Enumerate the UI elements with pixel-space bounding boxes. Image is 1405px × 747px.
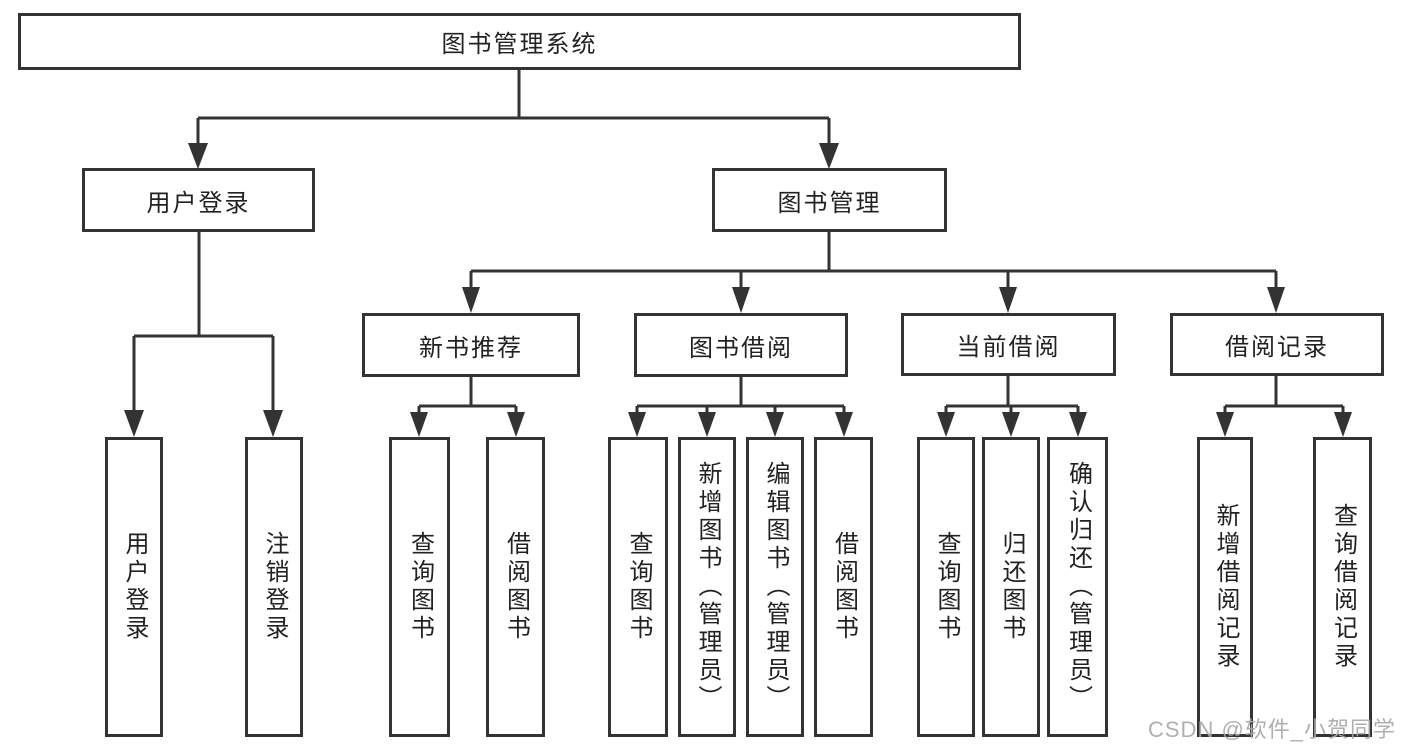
connectors-current-borrow-to-leaves [937, 376, 1087, 437]
node-user-login: 用户登录 [82, 168, 315, 232]
node-label: 图书借阅 [689, 334, 793, 362]
node-label: 图书管理 [777, 189, 882, 217]
leaf-label: 新增借阅记录 [1212, 503, 1239, 671]
node-borrow-records: 借阅记录 [1170, 313, 1384, 376]
leaf-user-login: 用户登录 [105, 437, 163, 737]
node-new-book-recommend: 新书推荐 [362, 313, 580, 377]
leaf-add-book-admin: 新增图书（管理员） [678, 437, 736, 737]
leaf-label: 用户登录 [121, 531, 148, 643]
connectors-new-book-recommend-to-leaves [410, 376, 525, 437]
node-current-borrow: 当前借阅 [901, 313, 1116, 376]
leaf-logout: 注销登录 [245, 437, 303, 737]
leaf-label: 新增图书（管理员） [694, 461, 721, 713]
leaf-query-books-recommend: 查询图书 [389, 437, 450, 737]
leaf-query-books-current: 查询图书 [917, 437, 975, 737]
leaf-confirm-return-admin: 确认归还（管理员） [1047, 437, 1108, 737]
leaf-label: 查询借阅记录 [1329, 503, 1357, 671]
leaf-return-books: 归还图书 [982, 437, 1040, 737]
connectors-book-management-to-level2 [462, 231, 1285, 313]
leaf-label: 查询图书 [933, 531, 960, 643]
leaf-label: 归还图书 [998, 531, 1025, 643]
leaf-label: 借阅图书 [830, 531, 858, 643]
node-root-library-system: 图书管理系统 [18, 13, 1021, 70]
leaf-label: 查询图书 [406, 531, 434, 643]
leaf-label: 编辑图书（管理员） [762, 461, 789, 713]
leaf-label: 注销登录 [261, 531, 288, 643]
connectors-book-borrow-to-leaves [628, 376, 853, 437]
node-label: 当前借阅 [956, 334, 1061, 361]
node-label: 新书推荐 [419, 334, 523, 362]
leaf-label: 确认归还（管理员） [1064, 461, 1092, 713]
leaf-label: 查询图书 [625, 531, 652, 643]
leaf-label: 借阅图书 [502, 531, 530, 643]
connectors-root-to-level1 [188, 69, 839, 169]
node-label: 图书管理系统 [441, 31, 598, 58]
connectors-user-login-to-leaves [124, 231, 283, 437]
node-book-borrow: 图书借阅 [634, 313, 848, 377]
leaf-edit-book-admin: 编辑图书（管理员） [746, 437, 804, 737]
leaf-borrow-books-recommend: 借阅图书 [486, 437, 545, 737]
connectors-borrow-records-to-leaves [1216, 376, 1352, 437]
node-label: 用户登录 [146, 189, 251, 217]
node-book-management: 图书管理 [712, 168, 947, 232]
node-label: 借阅记录 [1225, 334, 1329, 361]
leaf-query-borrow-record: 查询借阅记录 [1313, 437, 1372, 737]
leaf-query-books-borrow: 查询图书 [608, 437, 668, 737]
csdn-watermark: CSDN @软件_小贺同学 [1148, 717, 1397, 742]
leaf-add-borrow-record: 新增借阅记录 [1197, 437, 1253, 737]
leaf-borrow-books-borrow: 借阅图书 [814, 437, 873, 737]
